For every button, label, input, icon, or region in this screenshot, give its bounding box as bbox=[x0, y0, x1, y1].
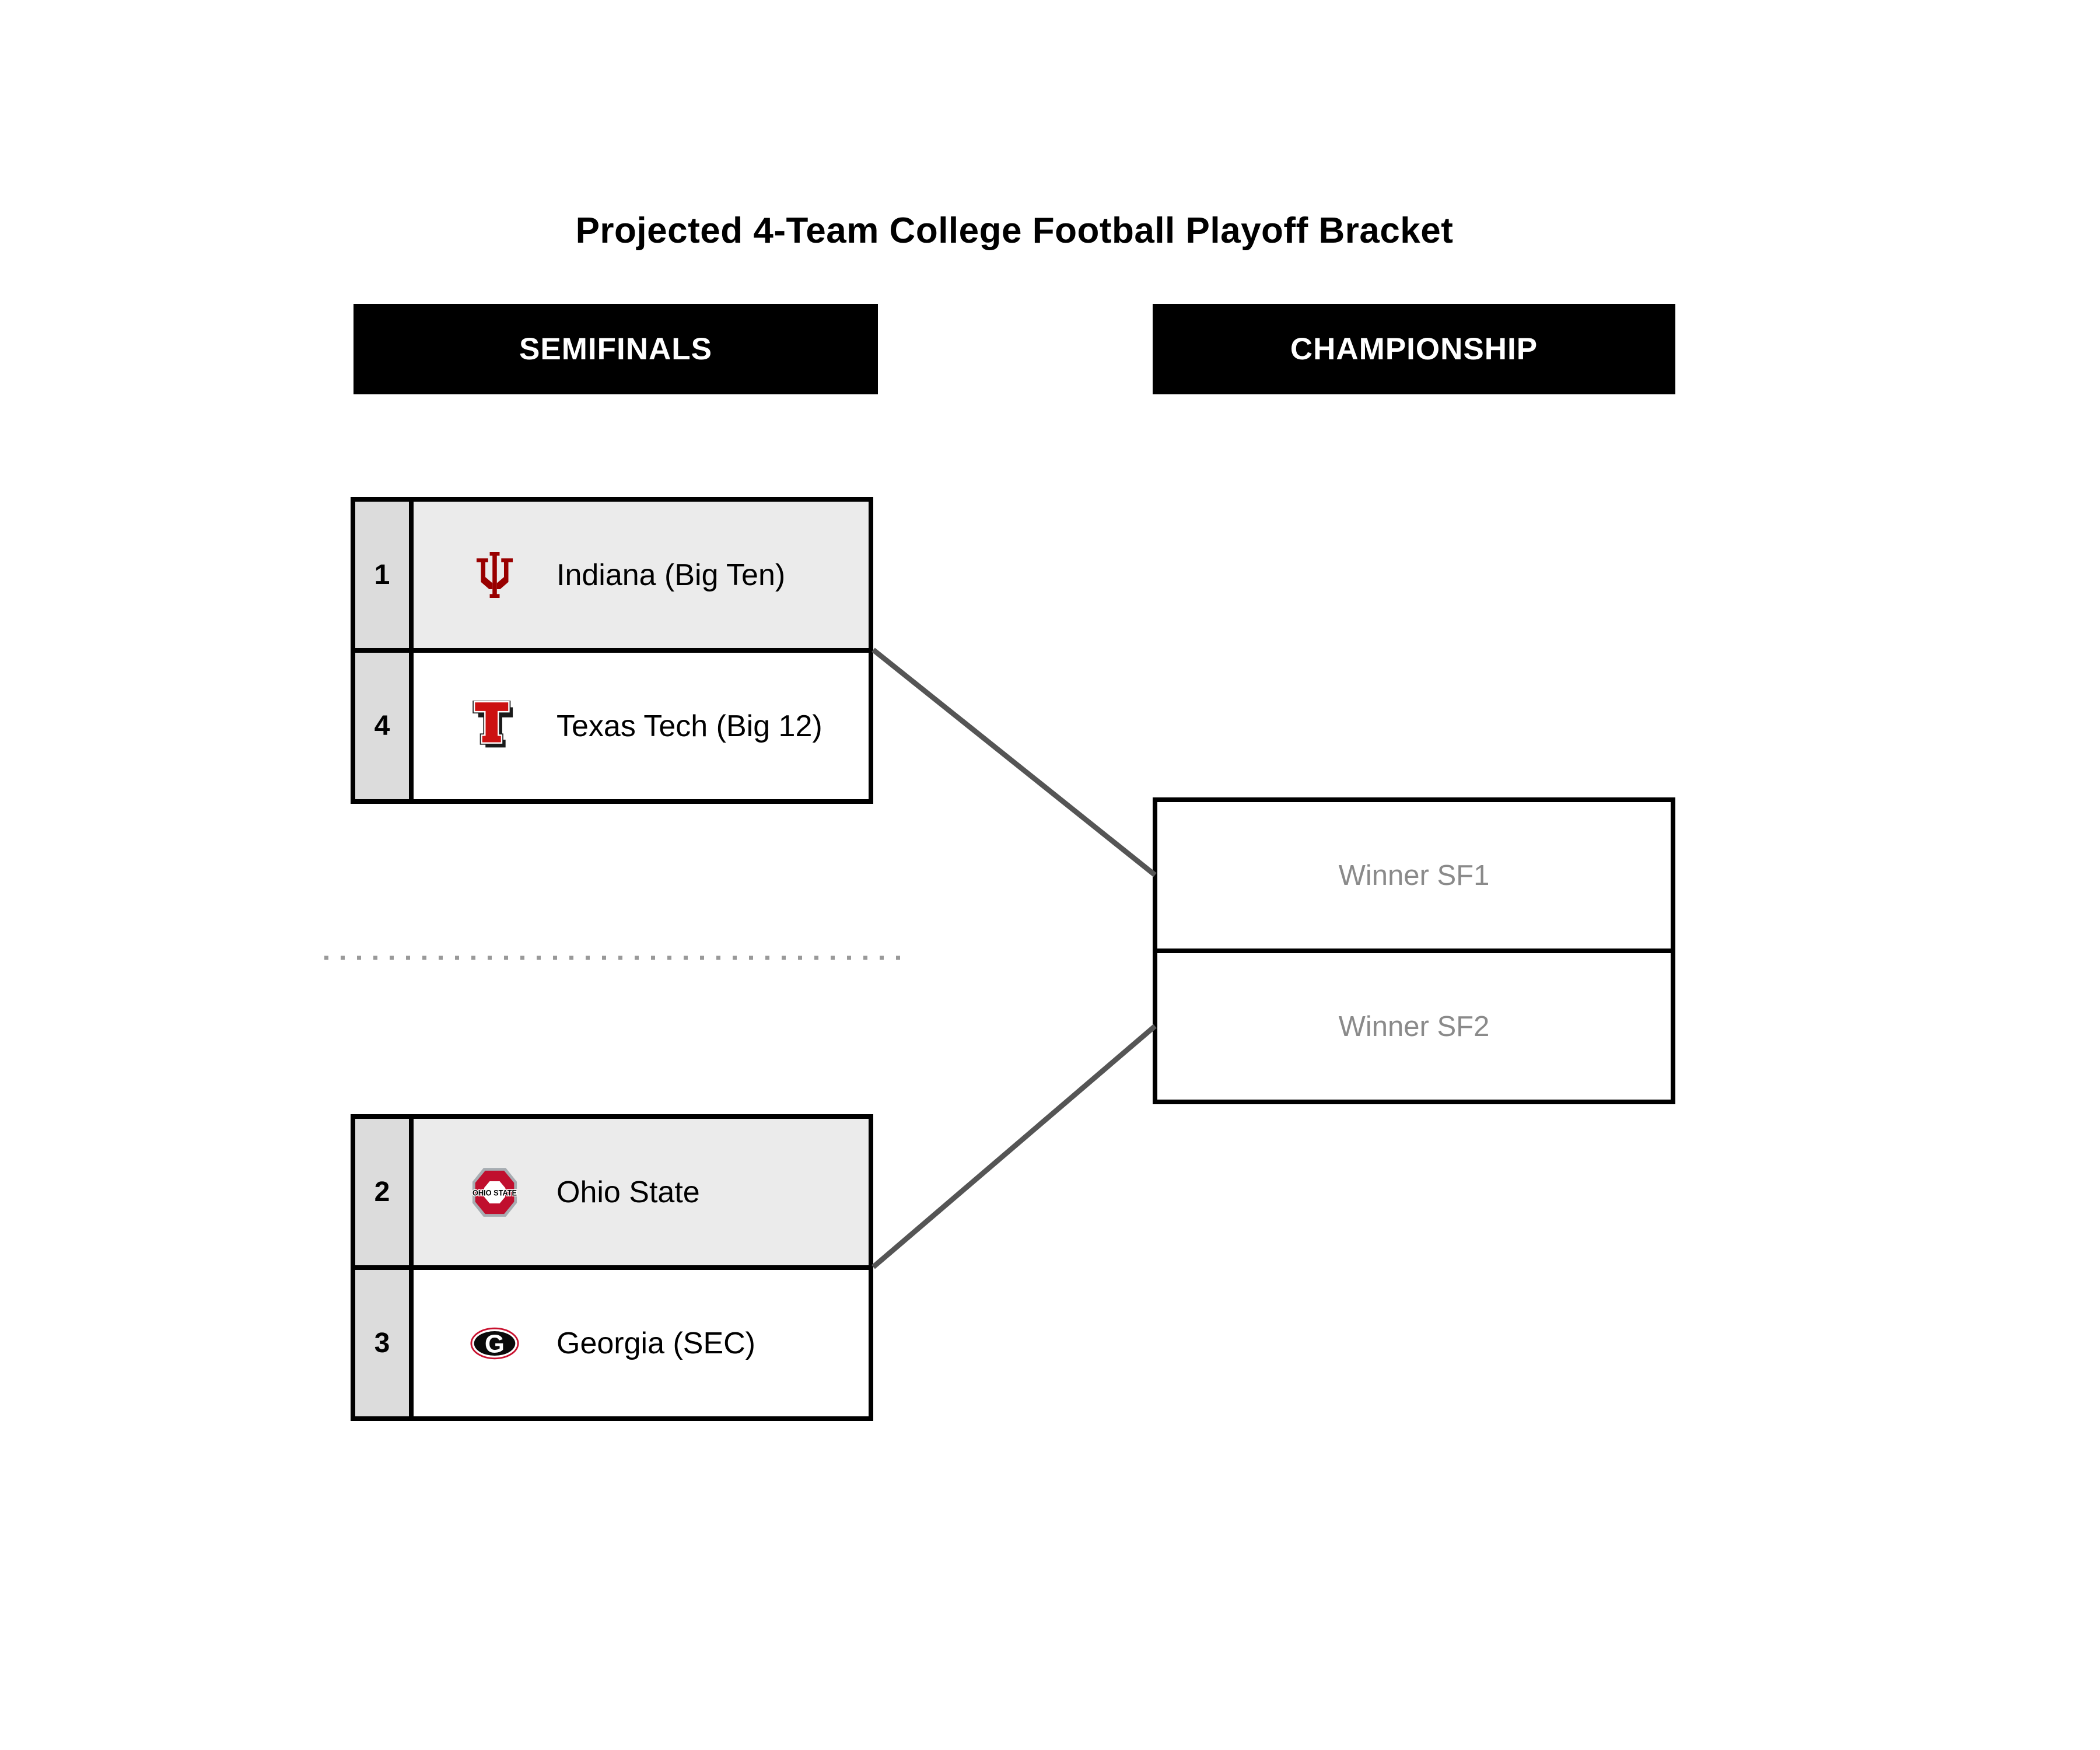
team-cell: Indiana (Big Ten) bbox=[414, 502, 869, 648]
indiana-iu-trident-logo-icon bbox=[469, 552, 520, 598]
ohio-state-block-o-logo-icon: OHIO STATE bbox=[469, 1167, 520, 1218]
georgia-oval-g-logo-icon: G bbox=[469, 1327, 520, 1360]
team-name: Indiana (Big Ten) bbox=[556, 558, 786, 592]
seed-cell: 2 bbox=[355, 1119, 414, 1265]
winner-sf1-placeholder: Winner SF1 bbox=[1338, 859, 1490, 891]
winner-sf2-placeholder: Winner SF2 bbox=[1338, 1010, 1490, 1042]
semifinal-1-matchup: 1 Indiana (Big Ten) 4 bbox=[351, 497, 873, 804]
semifinals-header: SEMIFINALS bbox=[354, 304, 878, 394]
team-name: Ohio State bbox=[556, 1175, 700, 1209]
team-row-georgia: 3 G Georgia (SEC) bbox=[355, 1265, 869, 1416]
team-cell: Texas Tech (Big 12) bbox=[414, 653, 869, 799]
team-cell: G Georgia (SEC) bbox=[414, 1270, 869, 1416]
seed-cell: 1 bbox=[355, 502, 414, 648]
seed-cell: 3 bbox=[355, 1270, 414, 1416]
team-row-texas-tech: 4 Texas Tech (Big 12) bbox=[355, 648, 869, 799]
seed-number: 4 bbox=[374, 710, 390, 741]
texas-tech-double-t-logo-icon bbox=[469, 700, 520, 752]
team-cell: OHIO STATE Ohio State bbox=[414, 1119, 869, 1265]
championship-slot-2: Winner SF2 bbox=[1157, 949, 1671, 1100]
team-name: Georgia (SEC) bbox=[556, 1326, 755, 1360]
seed-number: 3 bbox=[374, 1328, 390, 1359]
team-row-ohio-state: 2 OHIO STATE Ohio State bbox=[355, 1119, 869, 1265]
seed-cell: 4 bbox=[355, 653, 414, 799]
championship-slot-1: Winner SF1 bbox=[1157, 802, 1671, 949]
seed-number: 2 bbox=[374, 1177, 390, 1208]
championship-matchup: Winner SF1 Winner SF2 bbox=[1153, 797, 1675, 1104]
georgia-logo-letter: G bbox=[485, 1329, 505, 1358]
championship-header-label: CHAMPIONSHIP bbox=[1290, 332, 1538, 366]
sf2-to-championship-connector bbox=[872, 1024, 1157, 1269]
championship-header: CHAMPIONSHIP bbox=[1153, 304, 1675, 394]
sf1-to-championship-connector bbox=[872, 648, 1157, 877]
semifinals-header-label: SEMIFINALS bbox=[519, 332, 712, 366]
team-row-indiana: 1 Indiana (Big Ten) bbox=[355, 502, 869, 648]
ohio-state-logo-wordmark: OHIO STATE bbox=[473, 1188, 517, 1198]
seed-number: 1 bbox=[374, 559, 390, 590]
page-title: Projected 4-Team College Football Playof… bbox=[575, 211, 1454, 251]
semifinal-2-matchup: 2 OHIO STATE Ohio State 3 bbox=[351, 1114, 873, 1421]
team-name: Texas Tech (Big 12) bbox=[556, 709, 822, 743]
